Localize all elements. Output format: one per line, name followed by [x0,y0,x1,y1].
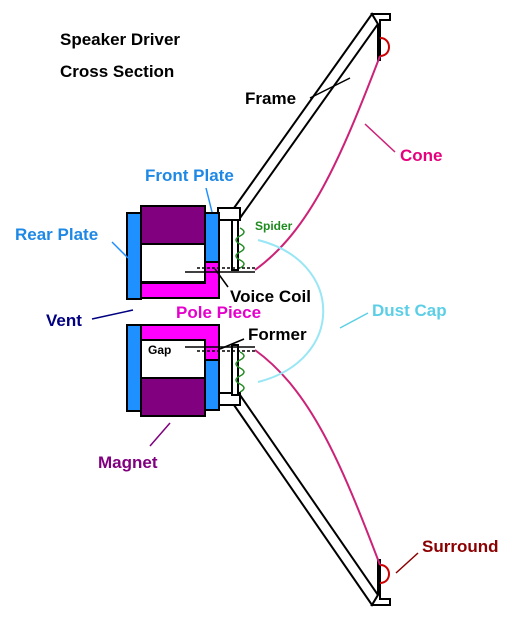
frame-lower-shelf [231,344,239,396]
frame-upper-shelf [231,219,239,271]
magnet-upper [140,205,206,245]
leader-rear-plate [111,241,129,259]
dust-cap [257,239,325,383]
leader-magnet [149,422,171,447]
label-surround: Surround [422,537,499,556]
label-rear-plate: Rear Plate [15,225,98,244]
frame-lower-arm [232,393,380,607]
surround [379,37,390,584]
label-magnet: Magnet [98,453,158,472]
label-frame: Frame [245,89,296,108]
label-vent: Vent [46,311,82,330]
pole-piece-upper [140,261,220,299]
label-front-plate: Front Plate [145,166,234,185]
title-line-1: Speaker Driver [60,30,180,49]
leader-surround [395,552,419,574]
surround-upper [379,37,390,57]
magnet-lower [140,377,206,417]
surround-lower [379,564,390,584]
frame [217,12,391,607]
pole-piece-lower [140,324,220,361]
leader-lines [91,77,419,574]
front-plate-upper [204,212,220,269]
front-plate-lower [204,354,220,411]
magnet-upper-interior [140,243,206,283]
leader-voice-coil [214,268,229,288]
label-dust-cap: Dust Cap [372,301,447,320]
rear-plate-lower [126,324,142,412]
spider [235,227,245,393]
rear-plate-upper [126,212,142,300]
label-spider: Spider [255,219,293,233]
label-voice-coil: Voice Coil [230,287,311,306]
spider-lower [235,351,245,393]
cone-lower [254,349,381,566]
leader-front-plate [205,187,213,213]
spider-upper [235,227,245,269]
motor-assembly [126,205,220,417]
frame-upper-ledge [217,207,241,221]
label-pole-piece: Pole Piece [176,303,261,322]
leader-dust-cap [339,312,369,329]
leader-frame [309,77,351,99]
cone-upper [254,55,381,271]
leader-former [219,338,245,350]
leader-cone [364,123,396,153]
leader-vent [91,309,134,320]
frame-upper-flange [370,13,391,61]
label-gap: Gap [148,343,171,357]
label-cone: Cone [400,146,443,165]
voice-coil [185,267,255,352]
cone [254,55,381,566]
title-line-2: Cross Section [60,62,174,81]
frame-lower-flange [370,559,391,606]
label-former: Former [248,325,307,344]
